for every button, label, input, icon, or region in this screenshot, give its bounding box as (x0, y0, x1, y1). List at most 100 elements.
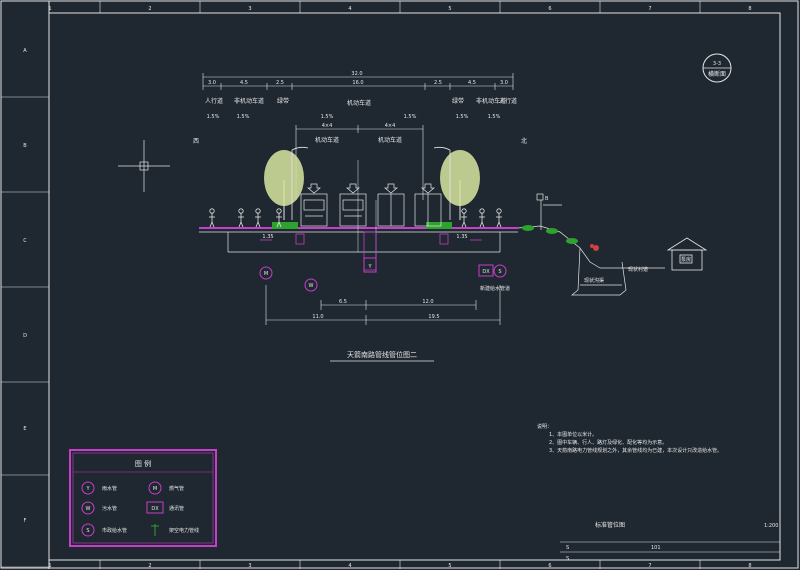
row-label: B (23, 143, 27, 149)
ducts (260, 231, 482, 271)
legend-text: 燃气管 (169, 485, 184, 492)
pipe-gas-symbol: M (264, 271, 268, 277)
column-label: 3 (248, 6, 251, 12)
row-label: A (23, 48, 27, 54)
embankment-shrubs (522, 225, 599, 251)
column-label: 5 (448, 6, 451, 12)
road-surface (199, 160, 518, 260)
column-label-bottom: 3 (248, 563, 251, 569)
bottom-dimension: 12.0 (422, 299, 433, 305)
legend-text: 污水管 (102, 505, 117, 512)
column-label: 7 (648, 6, 651, 12)
title-row2-left: S (566, 556, 569, 562)
pipe-water-marker: S (493, 264, 507, 278)
column-label: 2 (148, 6, 151, 12)
depth-label: 1.35 (456, 234, 467, 240)
person-icon (255, 208, 261, 228)
column-label-bottom: 5 (448, 563, 451, 569)
depth-label: 1.35 (262, 234, 273, 240)
top-sub-dimension: 16.0 (352, 80, 363, 86)
title-drawing-name: 标准管位图 (595, 521, 625, 529)
title-block (560, 541, 780, 553)
drawing-caption: 天箭南路管线管位图二 (347, 350, 417, 359)
legend-text: 市政给水管 (102, 527, 127, 534)
pipe-rain-marker: Y (363, 257, 377, 273)
house-label: 泵房 (681, 256, 691, 263)
car-icon (339, 183, 367, 227)
column-label: 4 (348, 6, 351, 12)
legend-symbol-box (146, 501, 164, 514)
column-label: 6 (548, 6, 551, 12)
zone-label: 非机动车道 (234, 97, 264, 105)
post-label: B (545, 196, 549, 202)
row-label: D (23, 333, 27, 339)
legend-symbol-circle (81, 523, 95, 537)
legend-title: 图 例 (135, 459, 151, 468)
slope-label: 现状沟渠 (584, 277, 604, 284)
notes-line: 2、图中车辆、行人、路灯及绿化、配化等均为示意。 (549, 439, 667, 446)
zone-labels: 人行道非机动车道绿带机动车道绿带非机动车道人行道 (205, 97, 517, 107)
truck-icon (414, 183, 442, 227)
pipe-sewage-marker: W (304, 278, 318, 292)
legend-text: 架空电力管线 (169, 527, 199, 534)
person-icon (496, 208, 502, 228)
direction-left: 西 (193, 138, 199, 145)
column-label-bottom: 6 (548, 563, 551, 569)
pipe-gas-marker: M (259, 266, 273, 280)
zone-label: 人行道 (499, 97, 517, 105)
section-tag-number: 3-3 (713, 61, 721, 67)
legend-symbol: Y (85, 486, 90, 492)
section-tag: 3-3 横断面 (702, 53, 732, 83)
street-lamp-left-icon (291, 146, 309, 220)
column-label: 8 (748, 6, 751, 12)
zone-label: 人行道 (205, 97, 223, 105)
truck-icon (377, 183, 405, 227)
lane-dimension: 4×4 (385, 123, 396, 129)
direction-right: 北 (521, 137, 527, 145)
lane-slope: 1.5% (404, 114, 417, 120)
lane-label: 机动车道 (378, 136, 402, 144)
title-row1-left: S (566, 545, 569, 551)
notes-line: 1、本图单位以米计。 (549, 431, 597, 438)
zone-slope: 1.5% (456, 114, 469, 120)
person-icon (479, 208, 485, 228)
notes-heading: 说明： (537, 423, 552, 430)
top-sub-dimension: 3.0 (500, 80, 508, 86)
top-sub-dimension: 2.5 (276, 80, 284, 86)
legend-symbol-circle (81, 481, 95, 495)
person-icon (276, 208, 282, 228)
legend-text: 雨水管 (102, 485, 117, 492)
lane-slope: 1.5% (321, 114, 334, 120)
zone-slope: 1.5% (488, 114, 501, 120)
column-label-bottom: 8 (748, 563, 751, 569)
row-label: E (23, 426, 26, 432)
zone-slope: 1.5% (237, 114, 250, 120)
pipe-sewage-symbol: W (309, 283, 314, 289)
legend-symbol: M (153, 486, 157, 492)
top-sub-dimension: 2.5 (434, 80, 442, 86)
pipe-telecom-marker: DX (478, 264, 494, 277)
pipe-rain-symbol: Y (367, 264, 372, 270)
total-width-label: 32.0 (351, 71, 362, 77)
bottom-dimension: 6.5 (339, 299, 347, 305)
power-line-icon (151, 524, 159, 536)
car-icon (300, 183, 328, 227)
notes-line: 3、天箭南路电力管线规划之外，其余管线均为已建，本次设计只改造给水管。 (549, 447, 722, 454)
tree-left-icon (264, 150, 304, 220)
pipe-telecom-symbol: DX (482, 269, 490, 275)
crosshair-cursor-icon (118, 140, 170, 192)
section-tag-title: 横断面 (708, 70, 726, 78)
zone-label: 机动车道 (347, 99, 371, 107)
legend-item: Y 雨水管 (81, 481, 117, 495)
legend-box (69, 449, 217, 547)
title-scale: 1:200 (764, 523, 778, 529)
legend-item: 架空电力管线 (151, 524, 199, 536)
